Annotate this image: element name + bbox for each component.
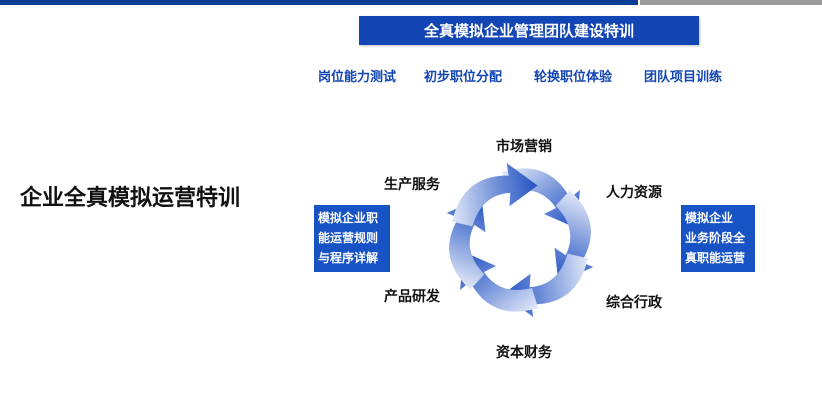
node-marketing: 市场营销 [496,139,552,155]
step-1: 岗位能力测试 [318,70,397,85]
node-admin: 综合行政 [606,295,662,311]
top-gray-bar [640,0,822,5]
node-rnd: 产品研发 [384,289,440,305]
right-box-line-3: 真职能运营 [685,251,746,265]
node-production: 生产服务 [384,177,440,193]
step-2: 初步职位分配 [424,70,503,85]
left-box-line-2: 能运营规则 [318,231,379,245]
left-info-box: 模拟企业职 能运营规则 与程序详解 [314,205,390,272]
node-hr: 人力资源 [606,185,662,201]
right-info-box: 模拟企业 业务阶段全 真职能运营 [681,205,755,272]
node-finance: 资本财务 [496,345,552,361]
banner-title: 全真模拟企业管理团队建设特训 [359,16,699,45]
top-accent-bar [0,0,638,5]
left-box-line-1: 模拟企业职 [318,211,379,225]
cycle-arrow-6 [452,163,538,227]
left-box-line-3: 与程序详解 [318,251,379,265]
main-title: 企业全真模拟运营特训 [20,186,241,211]
cycle-arrow-2 [554,190,594,283]
step-3: 轮换职位体验 [534,70,613,85]
right-box-line-1: 模拟企业 [685,211,734,225]
cycle-arrow-5 [446,197,486,290]
right-box-line-2: 业务阶段全 [685,231,746,245]
cycle-arrows-graphic [446,163,594,317]
step-4: 团队项目训练 [644,70,723,85]
cycle-arrow-4 [460,252,538,312]
